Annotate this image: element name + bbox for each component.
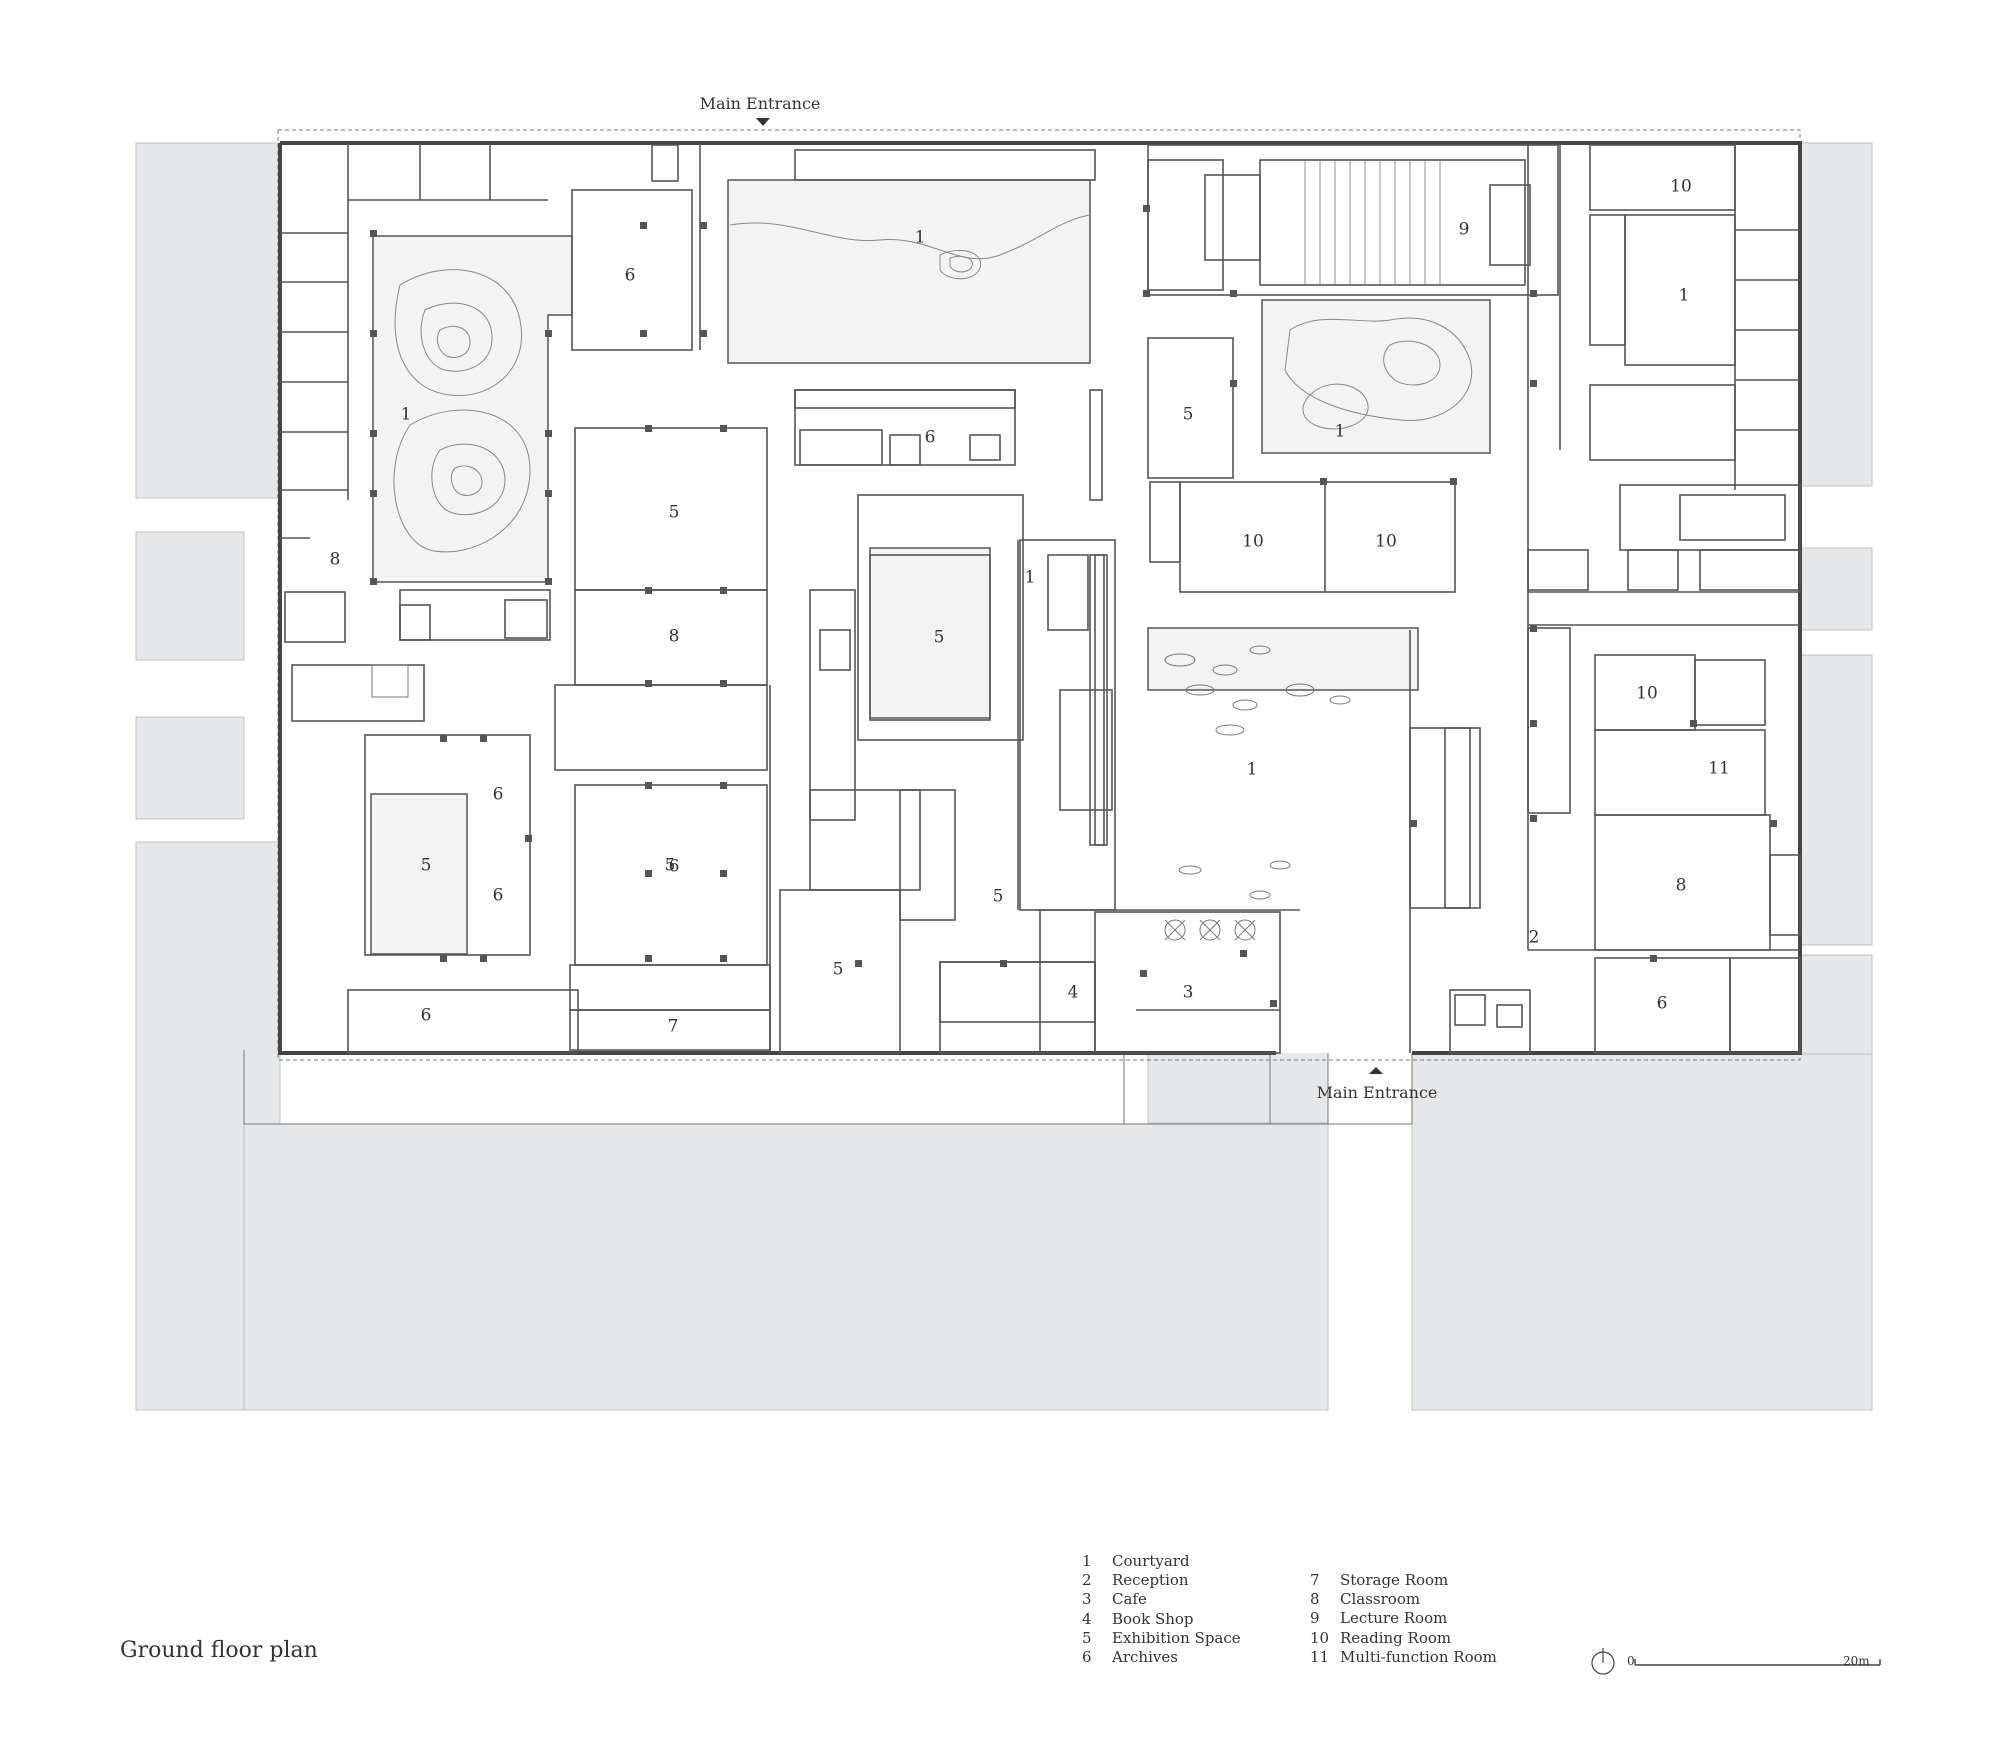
legend-label: Cafe [1112,1590,1147,1609]
legend-item: 5 Exhibition Space [1082,1629,1322,1648]
cafe-tables [1164,919,1256,941]
legend-item: 11 Multi-function Room [1310,1648,1550,1667]
legend-number: 9 [1310,1609,1320,1628]
room-label: 5 [421,856,432,876]
room-label: 1 [1679,286,1690,306]
interior-walls [280,143,1801,1054]
room-label: 1 [401,405,412,425]
legend-item: 8 Classroom [1310,1590,1550,1609]
legend-number: 8 [1310,1590,1320,1609]
room-label: 6 [669,857,680,877]
legend-column-left: 1 Courtyard 2 Reception 3 Cafe 4 Book Shop 5… [1082,1552,1322,1667]
legend-label: Reading Room [1340,1628,1452,1647]
room-label: 7 [668,1017,679,1037]
room-label: 6 [493,886,504,906]
room-label: 10 [1242,532,1264,552]
room-label: 11 [1708,759,1730,779]
legend-item: 3 Cafe [1082,1590,1322,1609]
legend-column-right: 7 Storage Room 8 Classroom 9 Lecture Room 1… [1310,1571,1550,1667]
room-labels: 1 1 1 1 1 1 2 3 4 5 5 5 5 5 5 5 6 6 6 6 … [330,177,1730,1037]
scale-max-label: 20m [1843,1654,1870,1668]
room-label: 5 [665,856,676,876]
scale-zero-label: 0 [1627,1654,1635,1668]
room-label: 5 [1183,405,1194,425]
entrance-bottom: Main Entrance [1317,1067,1438,1102]
legend-label: Classroom [1340,1590,1421,1609]
legend-label: Lecture Room [1340,1609,1448,1628]
room-label: 5 [934,628,945,648]
room-label: 3 [1183,983,1194,1003]
room-label: 8 [330,550,341,570]
room-label: 6 [1657,994,1668,1014]
room-label: 6 [421,1006,432,1026]
arrow-icon [756,118,770,126]
legend-number: 11 [1310,1647,1330,1666]
entrance-label-bottom: Main Entrance [1317,1083,1438,1102]
legend-item: 2 Reception [1082,1571,1322,1590]
room-label: 10 [1636,684,1658,704]
legend-item: 10 Reading Room [1310,1629,1550,1648]
legend-label: Archives [1112,1648,1178,1667]
legend-item: 1 Courtyard [1082,1552,1322,1571]
room-label: 8 [669,627,680,647]
columns [370,205,1777,1007]
legend-label: Reception [1112,1571,1189,1590]
arrow-icon [1369,1067,1383,1074]
legend-item: 6 Archives [1082,1648,1322,1667]
legend-label: Exhibition Space [1112,1628,1241,1647]
legend-number: 7 [1310,1571,1320,1589]
entrance-label-top: Main Entrance [700,94,821,113]
plan-title: Ground floor plan [120,1638,318,1663]
legend-number: 6 [1082,1648,1092,1667]
room-label: 4 [1068,983,1079,1003]
legend-label: Storage Room [1340,1571,1449,1589]
room-label: 8 [1676,876,1687,896]
legend-number: 4 [1082,1609,1092,1628]
room-label: 1 [1025,568,1036,588]
legend-label: Courtyard [1112,1552,1190,1570]
scale-bar [1634,1659,1881,1666]
entrance-top: Main Entrance [700,94,821,126]
legend-item: 7 Storage Room [1310,1571,1550,1590]
room-label: 1 [1247,760,1258,780]
legend-number: 1 [1082,1552,1092,1570]
room-label: 2 [1529,928,1540,948]
legend-number: 5 [1082,1628,1092,1647]
room-label: 5 [833,960,844,980]
room-label: 6 [493,785,504,805]
legend-item: 4 Book Shop [1082,1610,1322,1629]
room-label: 5 [669,503,680,523]
room-label: 1 [915,228,926,248]
room-label: 5 [993,887,1004,907]
room-label: 6 [625,266,636,286]
room-label: 9 [1459,220,1470,240]
room-label: 10 [1670,177,1692,197]
room-label: 6 [925,428,936,448]
legend-number: 2 [1082,1571,1092,1590]
courtyards [370,179,1491,955]
legend-item: 9 Lecture Room [1310,1609,1550,1628]
room-label: 1 [1335,422,1346,442]
legend-number: 3 [1082,1590,1092,1609]
legend-label: Book Shop [1112,1609,1194,1628]
legend-label: Multi-function Room [1340,1647,1497,1666]
room-label: 10 [1375,532,1397,552]
north-arrow-icon [1591,1648,1615,1675]
legend-number: 10 [1310,1628,1330,1647]
